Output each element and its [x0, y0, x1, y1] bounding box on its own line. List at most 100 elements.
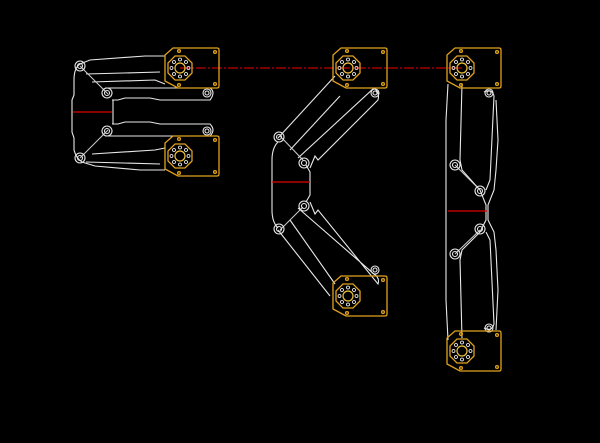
servo-hub: [342, 62, 354, 74]
upper-arm-inner: [289, 95, 341, 151]
servo-motor[interactable]: [332, 275, 388, 317]
diagonal-link-bottom: [279, 206, 304, 231]
link-bar-top: [105, 87, 214, 101]
servo-motor[interactable]: [446, 47, 502, 89]
view-gripper-bent[interactable]: [271, 75, 380, 297]
mounting-hole: [176, 48, 182, 54]
diagonal-link-bottom: [454, 229, 481, 255]
mounting-hole: [494, 364, 500, 370]
horn-bolt: [468, 66, 473, 70]
horn-bolt: [451, 66, 456, 70]
horn-bolt: [172, 60, 176, 64]
lower-link-outer: [297, 201, 380, 286]
joint-pin-inner: [103, 127, 111, 135]
mounting-hole: [380, 81, 386, 87]
servo-motors: [164, 47, 502, 372]
horn-bolt: [460, 74, 464, 79]
mounting-hole: [458, 365, 464, 371]
servo-hub: [174, 150, 186, 162]
inner-rail-outline: [459, 83, 487, 339]
motor-housing: [446, 330, 502, 372]
diagonal-link-top: [279, 135, 304, 161]
joint-pin-inner: [300, 202, 308, 210]
servo-motor[interactable]: [164, 135, 220, 177]
joint-pin-inner: [275, 133, 283, 141]
motor-housing: [164, 135, 220, 177]
diagonal-link-top: [454, 164, 481, 191]
horn-bolt: [460, 57, 464, 62]
mounting-hole: [380, 309, 386, 315]
spine-outline-left: [271, 141, 279, 229]
servo-hub: [456, 345, 468, 357]
horn-bolt: [454, 60, 458, 64]
horn-bolt: [346, 74, 350, 79]
joint-pin-inner: [275, 225, 283, 233]
servo-horn: [335, 55, 361, 81]
upper-arm-outer: [277, 75, 336, 139]
horn-bolt: [466, 60, 470, 64]
joint-pin-inner: [204, 128, 210, 134]
joint-pin: [101, 87, 113, 99]
horn-bolt: [178, 74, 182, 79]
horn-bolt: [172, 72, 176, 76]
motor-housing: [332, 275, 388, 317]
mounting-hole: [176, 136, 182, 142]
joint-pin-inner: [103, 89, 111, 97]
servo-motor[interactable]: [446, 330, 502, 372]
servo-motor[interactable]: [164, 47, 220, 89]
horn-bolt: [451, 349, 456, 353]
view-gripper-straight[interactable]: [445, 83, 499, 341]
joint-pin-inner: [451, 161, 459, 169]
right-outer-rail: [487, 99, 499, 331]
motor-housing: [164, 47, 220, 89]
joint-pin-inner: [451, 250, 459, 258]
motor-housing: [446, 47, 502, 89]
servo-motor[interactable]: [332, 47, 388, 89]
mounting-hole: [212, 81, 218, 87]
mounting-hole: [344, 82, 350, 88]
joint-pin-inner: [300, 159, 308, 167]
joint-pin-inner: [76, 154, 84, 162]
right-link-top: [483, 90, 495, 191]
horn-bolt: [172, 160, 176, 164]
joint-pin: [273, 131, 285, 143]
mounting-hole: [344, 276, 350, 282]
joint-pin-inner: [372, 267, 378, 273]
horn-bolt: [184, 160, 188, 164]
horn-bolt: [352, 60, 356, 64]
joint-pin: [370, 88, 380, 98]
servo-horn: [449, 55, 475, 81]
joint-pin: [449, 159, 461, 171]
lower-arm-inner: [289, 219, 336, 285]
horn-bolt: [454, 72, 458, 76]
horn-bolt: [466, 343, 470, 347]
mounting-hole: [212, 169, 218, 175]
servo-horn: [167, 143, 193, 169]
horn-bolt: [340, 60, 344, 64]
joint-pin-inner: [76, 62, 84, 70]
joint-pin: [484, 323, 494, 333]
horn-bolt: [352, 288, 356, 292]
mounting-hole: [458, 331, 464, 337]
mounting-hole: [344, 310, 350, 316]
horn-bolt: [169, 66, 174, 70]
link-bar-bottom: [105, 121, 214, 137]
joint-pin: [298, 200, 310, 212]
mounting-hole: [494, 81, 500, 87]
mounting-hole: [176, 170, 182, 176]
mounting-hole: [212, 49, 218, 55]
horn-bolt: [184, 72, 188, 76]
mounting-hole: [494, 49, 500, 55]
horn-bolt: [454, 355, 458, 359]
horn-bolt: [340, 72, 344, 76]
view-gripper-open[interactable]: [71, 55, 214, 171]
horn-bolt: [337, 294, 342, 298]
horn-bolt: [466, 72, 470, 76]
lower-arm-outer: [277, 229, 331, 297]
horn-bolt: [178, 162, 182, 167]
mounting-hole: [458, 82, 464, 88]
lower-arm-outline: [85, 147, 166, 165]
mounting-hole: [176, 82, 182, 88]
joint-pin: [474, 185, 486, 197]
